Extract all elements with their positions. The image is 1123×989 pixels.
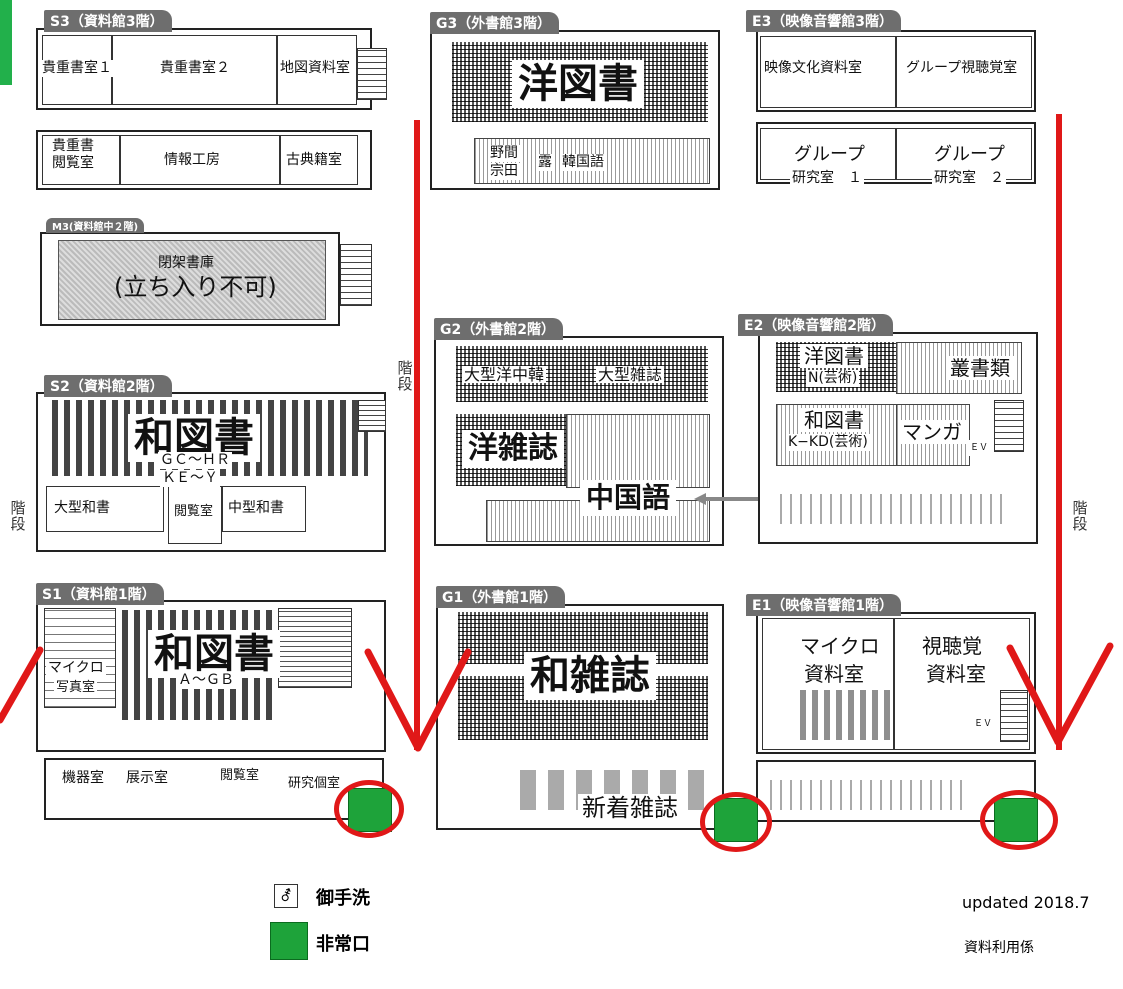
- seating-e1: [770, 780, 970, 810]
- label-s1-micro: マイクロ: [46, 660, 106, 677]
- label-e2-k: K−KD(芸術): [786, 434, 870, 451]
- label-e2-wa: 和図書: [800, 408, 868, 432]
- floor-tab-g1[interactable]: G1（外書館1階）: [436, 586, 565, 608]
- label-e2-n: N(芸術): [806, 370, 860, 387]
- label-e3-group2: グループ: [930, 144, 1009, 166]
- label-s2-range1: ＧＣ～ＨＲ: [158, 452, 232, 469]
- stairs-label-center: 階 段: [397, 359, 413, 393]
- floor-tab-e3[interactable]: E3（映像音響館3階）: [746, 10, 902, 32]
- label-e1-av-room: 資料室: [922, 662, 990, 686]
- route-line-right-vertical: [1056, 114, 1062, 750]
- stairs-s2: [358, 400, 386, 432]
- label-e3-group1: グループ: [790, 144, 869, 166]
- label-s1-kiki: 機器室: [60, 770, 106, 787]
- label-s3-chizu: 地図資料室: [278, 60, 352, 77]
- shelves-g2-mid-right: [566, 414, 710, 488]
- label-e3-kenkyu2: 研究室 ２: [932, 170, 1006, 187]
- label-s2-range2: ＫＥ～Ｙ: [160, 470, 220, 487]
- label-g2-ogata-yochukan: 大型洋中韓: [462, 365, 547, 384]
- floor-tab-g3[interactable]: G3（外書館3階）: [430, 12, 559, 34]
- stairs-m3: [340, 244, 372, 306]
- updated-date: updated 2018.7: [962, 893, 1090, 912]
- label-g1-shinchaku: 新着雑誌: [578, 794, 682, 822]
- route-line-left-vertical: [414, 120, 420, 750]
- label-s2-chugata: 中型和書: [226, 500, 286, 517]
- label-s3-etsuran: 貴重書 閲覧室: [50, 138, 96, 172]
- label-g2-ogata-zasshi: 大型雑誌: [596, 365, 665, 384]
- stairs-label-left: 階 段: [10, 499, 26, 533]
- department-label: 資料利用係: [964, 940, 1034, 956]
- floor-tab-m3[interactable]: M3(資料館中２階): [46, 218, 145, 233]
- seating-e2: [780, 494, 1010, 524]
- label-e1-micro-room: 資料室: [800, 662, 868, 686]
- exit-highlight-e1: [980, 790, 1058, 850]
- label-g2-yozasshi: 洋雑誌: [462, 430, 564, 468]
- label-g3-ro: 露: [536, 154, 554, 171]
- stairs-s3: [357, 48, 387, 100]
- label-e3-group-av: グループ視聴覚室: [904, 60, 1020, 77]
- label-g2-chugokugo: 中国語: [580, 480, 677, 516]
- label-e2-manga: マンガ: [898, 420, 966, 444]
- shelves-e1-micro: [800, 690, 890, 740]
- label-s3-kicho1: 貴重書室１: [40, 60, 114, 77]
- label-e2-sosho: 叢書類: [946, 356, 1014, 380]
- floor-tab-s1[interactable]: S1（資料館1階）: [36, 583, 164, 605]
- floor-tab-s3[interactable]: S3（資料館3階）: [44, 10, 172, 32]
- legend-toilet-label: 御手洗: [316, 888, 370, 909]
- label-e1-micro: マイクロ: [796, 634, 884, 658]
- label-s3-joho: 情報工房: [162, 152, 222, 169]
- label-s1-range: Ａ～ＧＢ: [176, 672, 236, 689]
- elevator-e2: ＥＶ: [968, 440, 991, 456]
- label-m3-line1: 閉架書庫: [158, 255, 214, 271]
- label-s3-koten: 古典籍室: [284, 152, 344, 169]
- legend-exit-label: 非常口: [316, 934, 370, 955]
- closed-stacks-area: [58, 240, 326, 320]
- elevator-e1: ＥＶ: [972, 716, 995, 732]
- exit-highlight-s1: [334, 780, 404, 838]
- label-s1-etsuran: 閲覧室: [218, 768, 262, 784]
- label-s2-ogata: 大型和書: [52, 500, 112, 517]
- legend: ⚦ 御手洗 非常口: [270, 878, 450, 960]
- label-e3-eizo: 映像文化資料室: [762, 60, 864, 77]
- stairs-label-right: 階 段: [1072, 499, 1088, 533]
- label-g3-muneta: 宗田: [488, 163, 520, 180]
- label-e3-kenkyu1: 研究室 １: [790, 170, 864, 187]
- stairs-e1: [1000, 690, 1028, 742]
- stairs-e2: [994, 400, 1024, 452]
- floor-tab-e1[interactable]: E1（映像音響館1階）: [746, 594, 902, 616]
- label-m3-line2: (立ち入り不可): [114, 273, 277, 301]
- floor-tab-s2[interactable]: S2（資料館2階）: [44, 375, 172, 397]
- label-g3-kankoku: 韓国語: [560, 154, 606, 171]
- label-s1-kenkyu: 研究個室: [286, 776, 343, 792]
- label-s2-etsuran: 閲覧室: [172, 504, 216, 520]
- label-e2-yo: 洋図書: [800, 344, 868, 368]
- exit-highlight-g1: [700, 792, 772, 852]
- label-s1-shashin: 写真室: [54, 680, 98, 696]
- label-g3-noma: 野間: [488, 145, 520, 162]
- label-g1-main: 和雑誌: [524, 652, 656, 700]
- emergency-exit-icon: [270, 922, 308, 960]
- floor-tab-e2[interactable]: E2（映像音響館2階）: [738, 314, 894, 336]
- label-s3-kicho2: 貴重書室２: [158, 60, 232, 77]
- label-e1-av: 視聴覚: [918, 634, 986, 658]
- restroom-icon: ⚦: [274, 884, 298, 908]
- accent-bar: [0, 0, 12, 85]
- label-s1-tenji: 展示室: [124, 770, 170, 787]
- label-g3-main: 洋図書: [512, 60, 644, 108]
- floor-tab-g2[interactable]: G2（外書館2階）: [434, 318, 563, 340]
- label-s1-main: 和図書: [148, 630, 280, 678]
